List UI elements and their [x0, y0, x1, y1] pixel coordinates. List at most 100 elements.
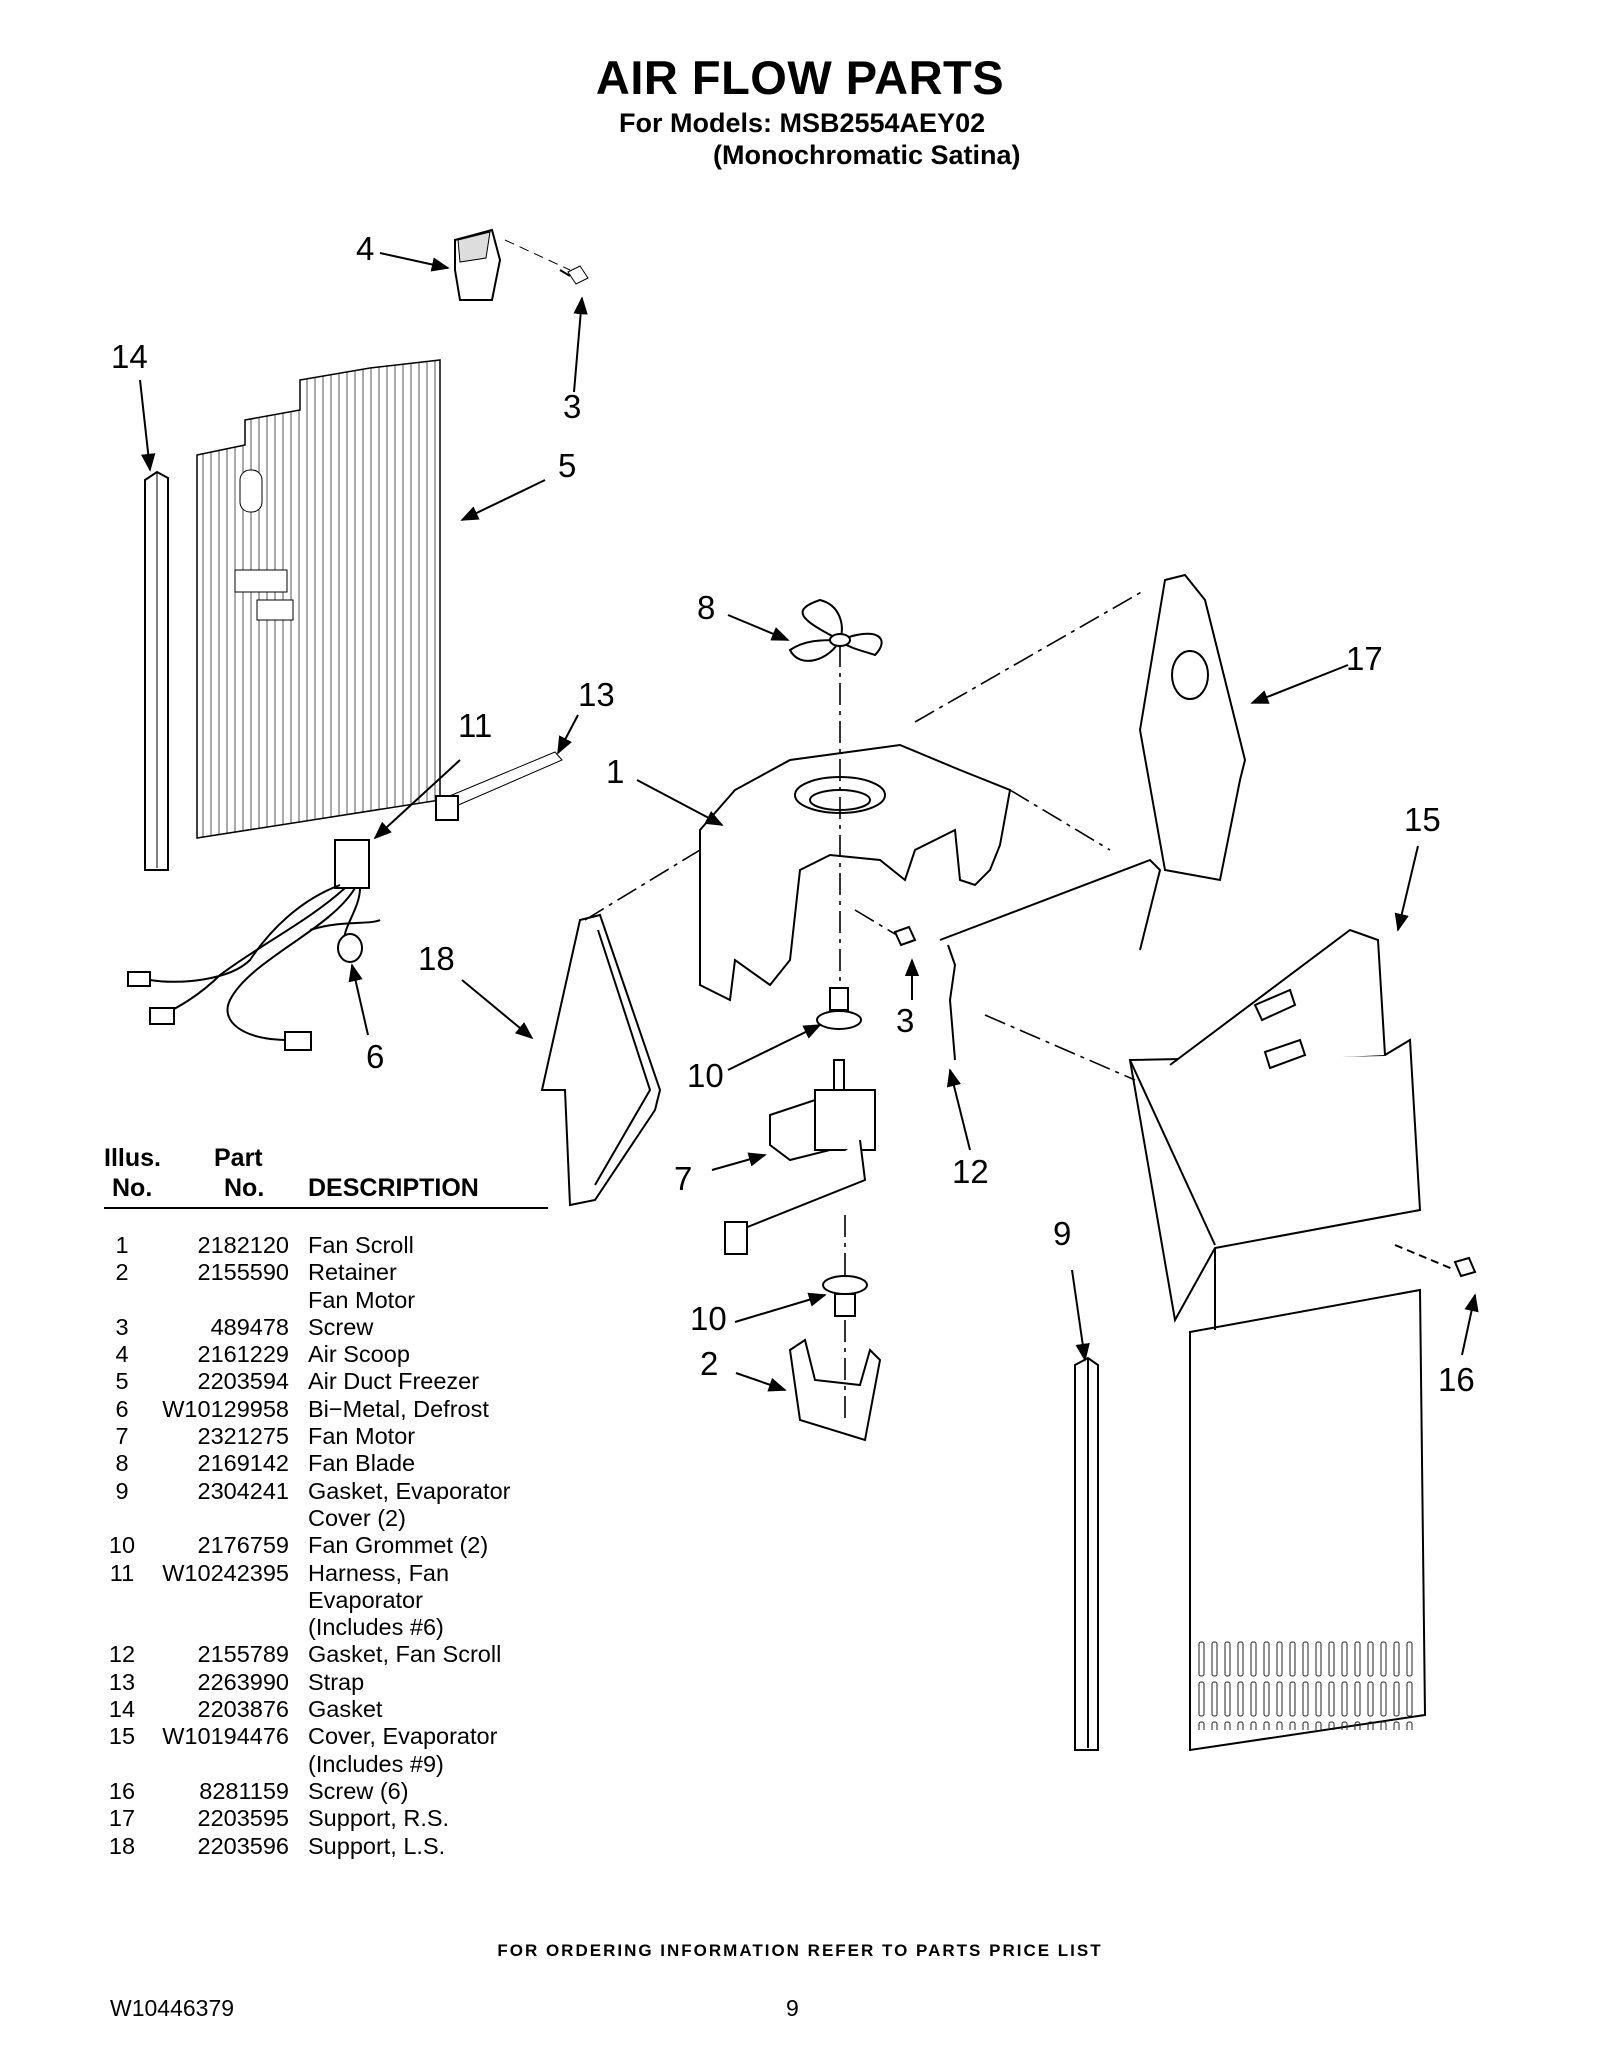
part-number: W10194476: [162, 1723, 289, 1750]
screw-3-drawing: [893, 925, 917, 947]
callout-2: 2: [700, 1345, 718, 1382]
illus-number: 4: [115, 1341, 129, 1368]
callout-17: 17: [1346, 640, 1383, 677]
callout-10-lower: 10: [690, 1300, 727, 1337]
illus-number: 12: [108, 1641, 136, 1668]
header-description: DESCRIPTION: [308, 1174, 479, 1202]
part-description: Gasket, Fan Scroll: [308, 1641, 502, 1668]
callout-5: 5: [558, 447, 576, 484]
header-part-line1: Part: [214, 1144, 263, 1172]
callout-6: 6: [366, 1038, 384, 1075]
gasket-evaporator-drawing: [1074, 1356, 1099, 1751]
part-number: 2176759: [197, 1532, 290, 1559]
strap-drawing: [435, 751, 563, 821]
part-description: Air Scoop: [308, 1341, 410, 1368]
part-number: 2304241: [197, 1477, 290, 1504]
part-description: Retainer Fan Motor: [308, 1259, 416, 1313]
callout-18: 18: [418, 940, 455, 977]
fan-blade-drawing: [788, 598, 883, 662]
table-row: 18 2203596 Support, L.S.: [104, 1833, 564, 1860]
callout-3-lower: 3: [896, 1002, 914, 1039]
air-scoop-drawing: [454, 228, 589, 301]
table-row: 2 2155590 Retainer Fan Motor: [104, 1259, 564, 1314]
variant-line: (Monochromatic Satina): [713, 140, 1021, 170]
illus-number: 14: [108, 1696, 136, 1723]
part-number: 2161229: [197, 1341, 290, 1368]
illus-number: 6: [115, 1395, 129, 1422]
callout-8: 8: [697, 589, 715, 626]
evaporator-cover-drawing: [1128, 928, 1427, 1752]
part-description: Support, L.S.: [308, 1832, 446, 1859]
support-ls-drawing: [540, 913, 662, 1207]
leader-arrows: [139, 252, 1479, 1392]
part-number: 2321275: [197, 1423, 290, 1450]
part-description: Support, R.S.: [308, 1805, 450, 1832]
alignment-lines: [584, 589, 1146, 1420]
illus-number: 17: [108, 1805, 136, 1832]
callout-1: 1: [606, 753, 624, 790]
part-description: Cover, Evaporator (Includes #9): [308, 1723, 498, 1777]
callout-labels: 4 3 14 5 8 17 13 11 1 15 18 3 6 10 7 12 …: [111, 230, 1475, 1398]
illus-number: 5: [115, 1368, 129, 1395]
part-description: Gasket, Evaporator Cover (2): [308, 1477, 511, 1531]
illus-number: 2: [115, 1259, 129, 1286]
document-number: W10446379: [110, 1995, 235, 2021]
part-description: Fan Grommet (2): [308, 1532, 489, 1559]
callout-16: 16: [1438, 1361, 1475, 1398]
gasket-fan-scroll-drawing: [939, 858, 1162, 1061]
part-number: 2155789: [197, 1641, 290, 1668]
callout-15: 15: [1404, 801, 1441, 838]
header-illus-line2: No.: [112, 1174, 153, 1202]
table-row: 4 2161229 Air Scoop: [104, 1341, 564, 1368]
fan-scroll-drawing: [699, 743, 1012, 1002]
page-title: AIR FLOW PARTS: [595, 51, 1005, 104]
page-number: 9: [786, 1995, 799, 2021]
part-number: 2263990: [197, 1668, 290, 1695]
illus-number: 10: [108, 1532, 136, 1559]
part-number: 2155590: [197, 1259, 290, 1286]
callout-12: 12: [952, 1153, 989, 1190]
part-number: 2203594: [197, 1368, 290, 1395]
part-number: W10129958: [162, 1395, 289, 1422]
header-part-line2: No.: [224, 1174, 265, 1202]
illus-number: 8: [115, 1450, 129, 1477]
models-line: For Models: MSB2554AEY02: [619, 108, 986, 138]
illus-number: 18: [108, 1832, 136, 1859]
illus-number: 1: [115, 1232, 129, 1258]
table-row: 6 W10129958 Bi−Metal, Defrost: [104, 1396, 564, 1423]
illus-number: 15: [108, 1723, 136, 1750]
illus-number: 7: [115, 1423, 129, 1450]
header-illus-line1: Illus.: [104, 1144, 161, 1172]
harness-drawing: [127, 839, 381, 1051]
callout-10: 10: [687, 1057, 724, 1094]
part-description: Strap: [308, 1668, 365, 1695]
illus-number: 3: [115, 1313, 129, 1340]
illus-number: 11: [109, 1559, 135, 1586]
table-row: 11 W10242395 Harness, Fan Evaporator (Incl…: [104, 1560, 564, 1642]
part-description: Harness, Fan Evaporator (Includes #6): [308, 1559, 450, 1641]
illus-number: 16: [108, 1777, 136, 1804]
parts-table-header: Illus. No. Part No. DESCRIPTION: [104, 1137, 548, 1209]
callout-11: 11: [458, 707, 492, 744]
support-rs-drawing: [1138, 573, 1247, 882]
fan-motor-assembly-drawing: [724, 987, 882, 1442]
part-description: Screw (6): [308, 1777, 409, 1804]
table-row: 12 2155789 Gasket, Fan Scroll: [104, 1641, 564, 1668]
gasket-14-drawing: [144, 470, 169, 871]
part-description: Bi−Metal, Defrost: [308, 1395, 489, 1422]
table-row: 10 2176759 Fan Grommet (2): [104, 1532, 564, 1559]
part-number: 2203596: [197, 1832, 290, 1859]
callout-3: 3: [563, 388, 581, 425]
part-number: 2203595: [197, 1805, 290, 1832]
part-number: W10242395: [162, 1559, 289, 1586]
